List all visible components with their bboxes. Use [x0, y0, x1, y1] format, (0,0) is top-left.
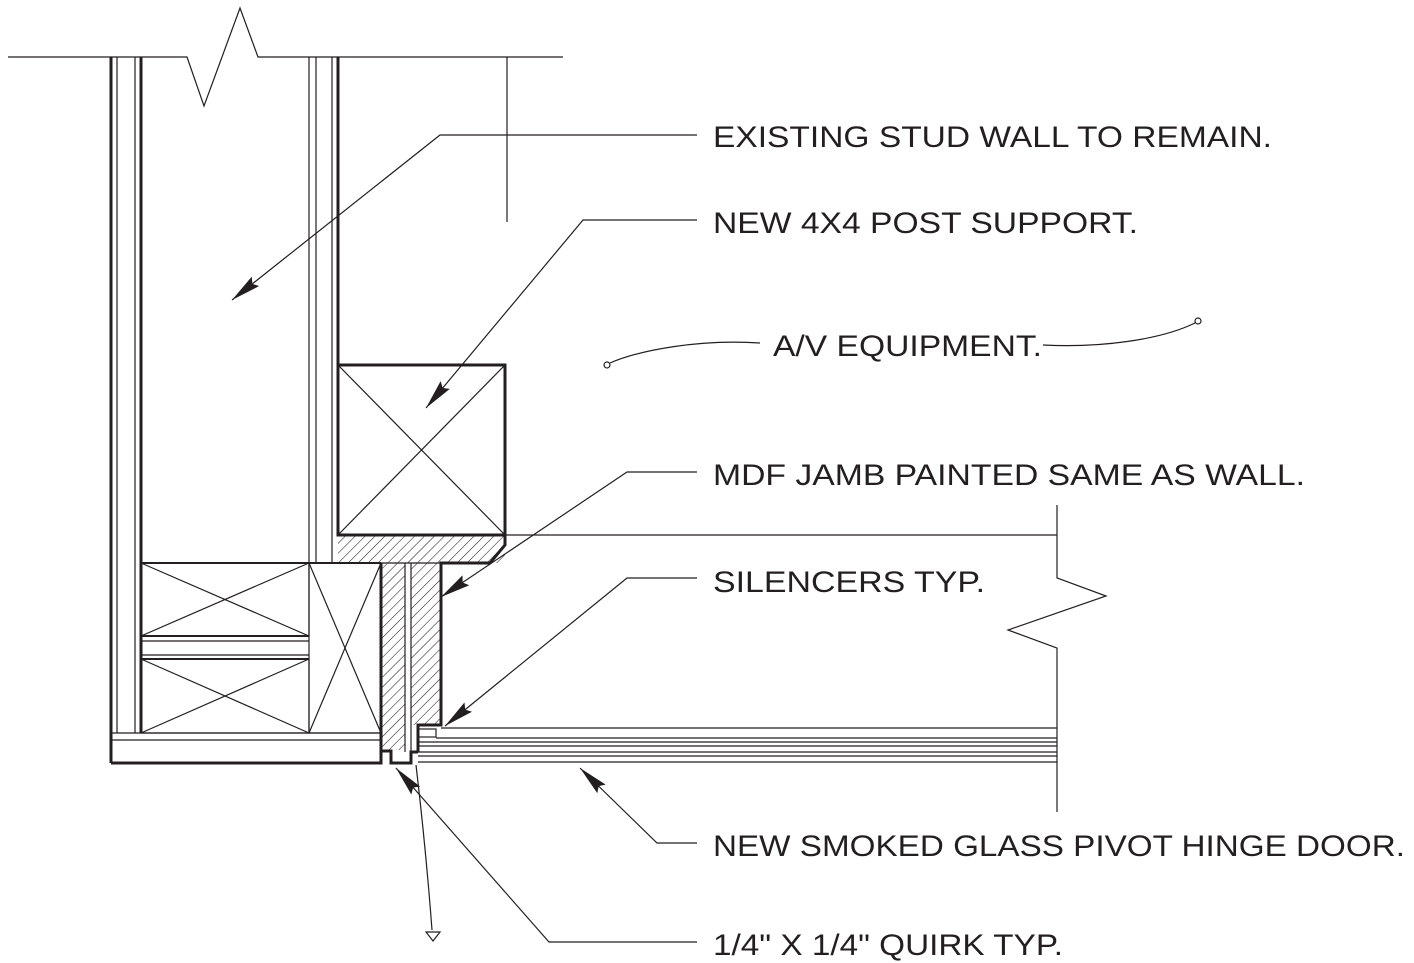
leader-quirk — [395, 767, 697, 943]
swing-marker — [424, 931, 442, 942]
top-break-line — [8, 6, 563, 108]
wall-finish — [111, 732, 418, 765]
door-swing-arc — [415, 764, 433, 931]
leader-mdf-jamb — [440, 471, 697, 598]
label-av-equipment: A/V EQUIPMENT. — [773, 330, 1042, 363]
leader-av-right — [1042, 322, 1196, 347]
label-quirk: 1/4" X 1/4" QUIRK TYP. — [713, 929, 1063, 962]
leader-av-left-dot — [603, 361, 611, 369]
glass-door — [418, 727, 1057, 763]
label-existing-wall: EXISTING STUD WALL TO REMAIN. — [713, 121, 1272, 154]
right-break-line — [1006, 505, 1108, 812]
label-mdf-jamb: MDF JAMB PAINTED SAME AS WALL. — [713, 459, 1305, 492]
leader-post-support — [425, 219, 697, 409]
label-post-support: NEW 4X4 POST SUPPORT. — [713, 207, 1138, 240]
label-glass-door: NEW SMOKED GLASS PIVOT HINGE DOOR. — [713, 830, 1405, 863]
existing-stud-wall — [109, 57, 340, 763]
leader-glass-door — [579, 767, 697, 844]
mdf-jamb — [338, 535, 507, 752]
silencer — [417, 728, 437, 738]
leader-av-left — [609, 341, 761, 364]
leader-av-right-dot — [1194, 317, 1202, 325]
post-support — [336, 363, 507, 537]
wall-blocking — [140, 562, 382, 734]
leader-silencers — [444, 577, 697, 727]
leader-existing-wall — [231, 134, 697, 301]
label-silencers: SILENCERS TYP. — [713, 566, 985, 599]
